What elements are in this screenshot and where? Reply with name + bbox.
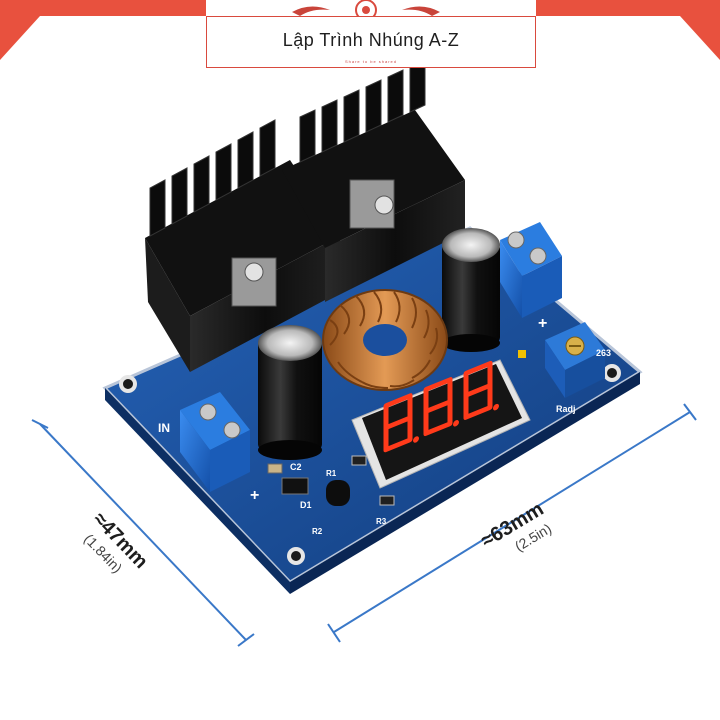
capacitor-right	[442, 228, 500, 352]
corner-accent-right	[680, 16, 720, 60]
heatsink-right	[282, 59, 465, 302]
terminal-block-output	[500, 222, 562, 318]
pcb-edge	[105, 388, 290, 594]
label-r1: R1	[326, 469, 337, 478]
pcb-edge-right	[290, 372, 640, 594]
capacitor-left	[258, 325, 322, 460]
smd-components	[267, 350, 526, 506]
label-r3: R3	[376, 517, 387, 526]
corner-accent-left	[0, 16, 40, 60]
header-bar-right	[536, 0, 720, 16]
logo-tagline: Share to be shared	[344, 59, 398, 64]
label-plus-left: +	[250, 487, 259, 504]
label-d1: D1	[300, 500, 312, 510]
dimension-height	[31, 419, 255, 647]
label-plus-right: +	[538, 315, 547, 332]
led-display	[351, 359, 531, 489]
label-in: IN	[158, 421, 170, 435]
terminal-block-input	[180, 392, 250, 492]
label-model: 263	[596, 348, 611, 358]
label-r2: R2	[312, 527, 323, 536]
logo-title: Lập Trình Nhúng A-Z	[282, 30, 460, 50]
silkscreen-labels: IN + + C2 D1 R1 R2 R3 Radj 263	[158, 315, 611, 536]
toroid-inductor	[322, 289, 448, 391]
heatsink-left	[145, 119, 340, 372]
label-c2: C2	[290, 462, 302, 472]
header-bar-left	[0, 0, 206, 16]
mounting-holes	[119, 364, 621, 565]
watermark-logo: Lập Trình Nhúng A-Z Share to be shared	[206, 16, 536, 68]
label-radj: Radj	[556, 404, 576, 414]
trimmer-potentiometer	[545, 322, 605, 398]
dimension-width	[327, 403, 697, 643]
